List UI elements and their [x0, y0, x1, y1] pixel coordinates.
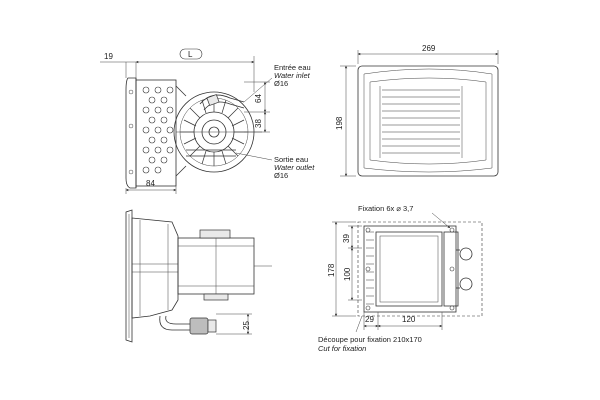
cutout-label-fr: Découpe pour fixation 210x170	[318, 335, 422, 344]
housing	[131, 217, 179, 319]
dim-39: 39	[342, 234, 351, 243]
cutout-outline	[357, 221, 483, 317]
dim-198: 198	[335, 116, 344, 130]
dim-178: 178	[327, 263, 336, 277]
fitting-bottom	[459, 277, 473, 291]
connector	[189, 317, 209, 335]
rear-plate	[363, 225, 457, 313]
fixation-label: Fixation 6x ⌀ 3,7	[358, 204, 413, 213]
cutout-label-en: Cut for fixation	[318, 344, 366, 353]
front-view-top: 269 198	[335, 44, 499, 177]
outlet-label-en: Water outlet	[274, 163, 315, 172]
perforated-panel	[135, 79, 177, 187]
dim-100: 100	[343, 267, 352, 281]
grille-frame	[357, 65, 499, 177]
outlet-diameter: Ø16	[274, 171, 288, 180]
inlet-label-en: Water inlet	[274, 71, 311, 80]
front-plate	[125, 77, 137, 189]
inlet-diameter: Ø16	[274, 79, 288, 88]
dim-29: 29	[365, 315, 374, 324]
side-view-bottom: 25	[125, 209, 272, 343]
fixation-holes	[365, 227, 455, 311]
outlet-label-fr: Sortie eau	[274, 155, 308, 164]
dim-L: L	[188, 50, 193, 59]
dim-84: 84	[146, 179, 155, 188]
dim-19: 19	[104, 52, 113, 61]
dim-269: 269	[422, 44, 436, 53]
dim-64: 64	[254, 94, 263, 103]
power-cable	[159, 315, 190, 331]
side-view-top: 19 L 64 38 Entrée eau Water inlet Ø16 So…	[100, 48, 315, 194]
dim-25: 25	[242, 321, 251, 330]
dim-38: 38	[254, 119, 263, 128]
front-plate-bottom	[125, 209, 133, 343]
fitting-top	[459, 247, 473, 261]
dim-120: 120	[402, 315, 416, 324]
perforation-holes	[142, 86, 174, 174]
inlet-label-fr: Entrée eau	[274, 63, 311, 72]
grille-slats	[382, 89, 460, 154]
rear-view-bottom: Fixation 6x ⌀ 3,7 39 178 100 29 120 Déco…	[318, 204, 483, 353]
